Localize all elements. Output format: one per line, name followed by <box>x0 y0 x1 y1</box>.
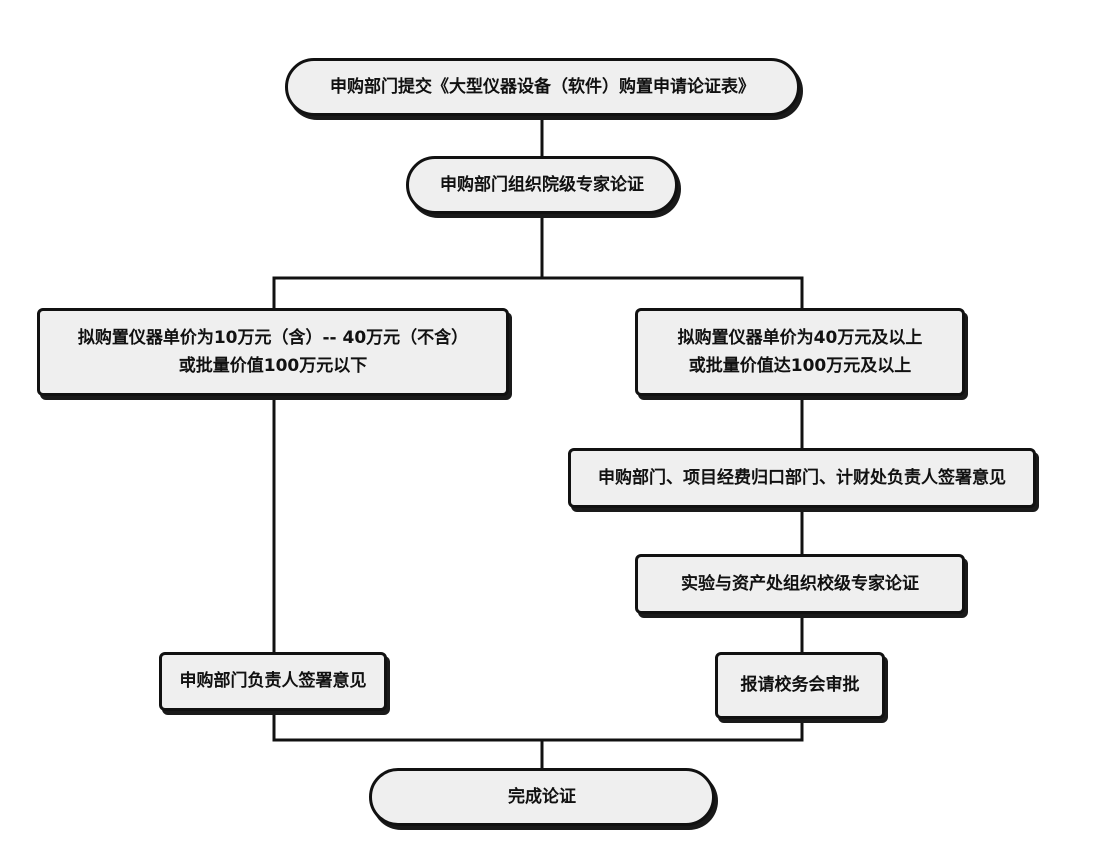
node-submit-application: 申购部门提交《大型仪器设备（软件）购置申请论证表》 <box>285 58 800 116</box>
node-multi-department-sign: 申购部门、项目经费归口部门、计财处负责人签署意见 <box>568 448 1036 508</box>
node-branch-high-price-line2: 或批量价值达100万元及以上 <box>688 356 912 376</box>
node-review-complete: 完成论证 <box>369 768 715 826</box>
node-branch-high-price: 拟购置仪器单价为40万元及以上 或批量价值达100万元及以上 <box>635 308 965 396</box>
node-school-expert-review: 实验与资产处组织校级专家论证 <box>635 554 965 614</box>
node-council-approval-text: 报请校务会审批 <box>740 675 860 696</box>
node-branch-high-price-line1: 拟购置仪器单价为40万元及以上 <box>677 327 923 348</box>
node-branch-low-price-line2: 或批量价值100万元以下 <box>178 356 368 376</box>
node-submit-application-text: 申购部门提交《大型仪器设备（软件）购置申请论证表》 <box>330 76 755 97</box>
node-council-approval: 报请校务会审批 <box>715 652 885 719</box>
node-multi-department-sign-text: 申购部门、项目经费归口部门、计财处负责人签署意见 <box>598 467 1006 488</box>
node-college-expert-review: 申购部门组织院级专家论证 <box>406 156 678 214</box>
node-department-head-sign-text: 申购部门负责人签署意见 <box>179 671 367 692</box>
node-college-expert-review-text: 申购部门组织院级专家论证 <box>440 174 644 195</box>
node-review-complete-text: 完成论证 <box>508 786 576 807</box>
node-department-head-sign: 申购部门负责人签署意见 <box>159 652 387 711</box>
node-school-expert-review-text: 实验与资产处组织校级专家论证 <box>681 573 919 594</box>
node-branch-low-price-line1: 拟购置仪器单价为10万元（含）-- 40万元（不含） <box>77 327 469 348</box>
node-branch-low-price: 拟购置仪器单价为10万元（含）-- 40万元（不含） 或批量价值100万元以下 <box>37 308 509 396</box>
